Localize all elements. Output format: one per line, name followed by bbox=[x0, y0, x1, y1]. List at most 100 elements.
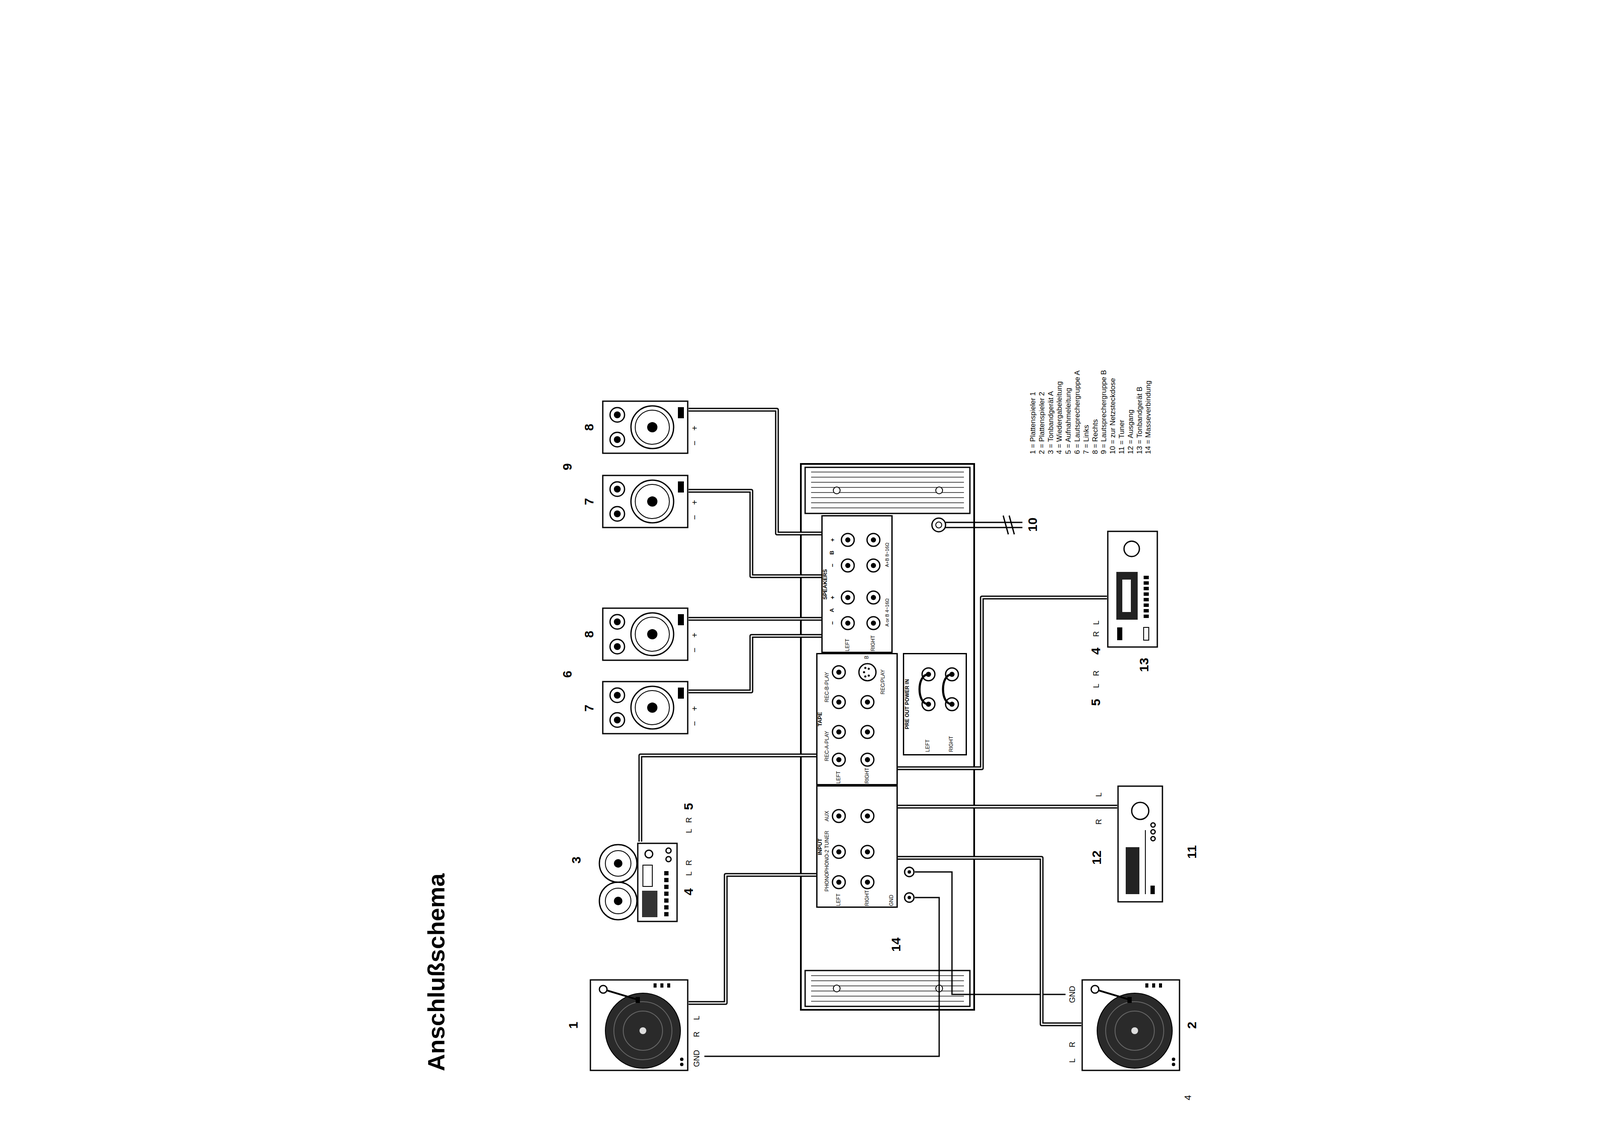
speaker-cabinet bbox=[602, 401, 688, 454]
dial-scale bbox=[1144, 830, 1146, 895]
callout-number: 8 bbox=[581, 423, 597, 432]
device: 7 bbox=[601, 680, 689, 735]
wire-label: L bbox=[1091, 620, 1101, 625]
cable bbox=[688, 617, 822, 622]
connector-panel: INPUTPHONOPHONO-2 TUNERAUXLEFTRIGHTGND bbox=[816, 785, 898, 909]
transport-button bbox=[1143, 609, 1149, 613]
platter-ring bbox=[1115, 1011, 1155, 1051]
legend-line: 8 = Rechts bbox=[1091, 419, 1100, 455]
rca-jack-core bbox=[845, 563, 851, 569]
cable-core bbox=[688, 636, 822, 692]
connector-panel bbox=[903, 654, 967, 756]
rca-jack-core bbox=[870, 537, 876, 543]
woofer-cap bbox=[647, 629, 658, 640]
device-drawing bbox=[589, 979, 689, 1072]
wire-label: L bbox=[1068, 1058, 1078, 1063]
transport-button bbox=[1143, 586, 1149, 591]
wire-label: GND bbox=[692, 1050, 702, 1068]
transport-button bbox=[1143, 598, 1149, 602]
cassette bbox=[1122, 579, 1131, 613]
control-dot bbox=[1171, 1057, 1176, 1062]
tweeter bbox=[610, 481, 625, 497]
legend-line: 4 = Wiedergabeleitung bbox=[1055, 381, 1064, 455]
rca-jack-core bbox=[864, 729, 871, 735]
tonearm-pivot bbox=[1091, 985, 1099, 994]
transport-button bbox=[664, 878, 669, 883]
rca-jack bbox=[861, 875, 874, 889]
woofer-cone bbox=[635, 617, 670, 652]
callout-number: 3 bbox=[569, 856, 584, 865]
tuner-dial bbox=[1125, 847, 1140, 895]
device-drawing bbox=[601, 607, 689, 662]
device-drawing bbox=[1081, 979, 1181, 1072]
cable-core bbox=[688, 618, 822, 620]
port bbox=[677, 481, 684, 493]
rca-jack-core bbox=[836, 879, 842, 885]
tweeter-dome bbox=[613, 643, 621, 651]
cable-core bbox=[640, 755, 817, 842]
panel-label: REC-B-PLAY bbox=[824, 671, 831, 703]
ground-wire bbox=[704, 897, 940, 1057]
rca-jack-core bbox=[870, 563, 876, 569]
wire-label: R bbox=[692, 1031, 702, 1038]
screw bbox=[935, 487, 943, 494]
device: 8 bbox=[601, 400, 689, 455]
device-drawing bbox=[902, 653, 967, 756]
transport-button bbox=[1143, 592, 1149, 596]
callout-number: 4 bbox=[1088, 647, 1104, 655]
woofer-cap bbox=[647, 496, 658, 507]
wire-label: + bbox=[689, 706, 700, 712]
control-dot bbox=[1150, 836, 1156, 841]
reel-hub bbox=[613, 859, 623, 868]
wire-label: + bbox=[689, 632, 700, 638]
receiver-housing bbox=[800, 464, 975, 1011]
panel-label: REC-A-PLAY bbox=[824, 730, 831, 762]
heat-sink bbox=[805, 467, 970, 514]
reel-hub bbox=[613, 896, 623, 906]
woofer bbox=[630, 686, 674, 730]
tuning-knob bbox=[1131, 802, 1149, 820]
cord-break-mark bbox=[1003, 515, 1015, 535]
tape-reel bbox=[599, 844, 637, 883]
panel-label: − bbox=[829, 621, 836, 625]
control-dot bbox=[1171, 1062, 1176, 1067]
callout-number: 7 bbox=[581, 498, 597, 506]
callout-number: 12 bbox=[1089, 850, 1105, 865]
tweeter bbox=[610, 639, 625, 655]
jumper-plug bbox=[919, 674, 929, 705]
rca-jack-core bbox=[845, 537, 851, 543]
wire-label: − bbox=[689, 514, 700, 520]
rca-jack bbox=[861, 845, 874, 859]
heat-sink bbox=[805, 970, 970, 1007]
rca-jack bbox=[841, 616, 855, 630]
tweeter bbox=[610, 432, 625, 447]
speaker-cabinet bbox=[602, 608, 688, 661]
spindle bbox=[1131, 1027, 1139, 1035]
legend-line: 6 = Lautsprechergruppe A bbox=[1073, 370, 1082, 455]
woofer-cone bbox=[635, 410, 670, 445]
transport-button bbox=[1143, 603, 1149, 608]
port bbox=[677, 614, 684, 626]
panel-label: + bbox=[829, 538, 836, 542]
tweeter-dome bbox=[613, 618, 621, 626]
device-drawing bbox=[1106, 530, 1159, 649]
cable bbox=[897, 805, 1118, 809]
rca-jack-core bbox=[864, 699, 871, 705]
callout-number: 10 bbox=[1025, 517, 1041, 532]
transport-button bbox=[664, 891, 669, 897]
device-drawing bbox=[596, 841, 679, 924]
legend-line: 5 = Aufnahmeleitung bbox=[1064, 388, 1073, 455]
wire-label: L bbox=[692, 1016, 702, 1021]
tonearm bbox=[1094, 989, 1130, 1000]
panel-label: − bbox=[829, 563, 836, 568]
rca-jack bbox=[832, 809, 846, 823]
rca-jack bbox=[841, 533, 855, 547]
transport-button bbox=[664, 898, 669, 903]
cable-core bbox=[688, 875, 817, 1004]
wire-label: R bbox=[1068, 1042, 1078, 1048]
screw bbox=[833, 487, 841, 494]
tweeter-dome bbox=[613, 411, 621, 419]
callout-number: 8 bbox=[581, 630, 597, 639]
